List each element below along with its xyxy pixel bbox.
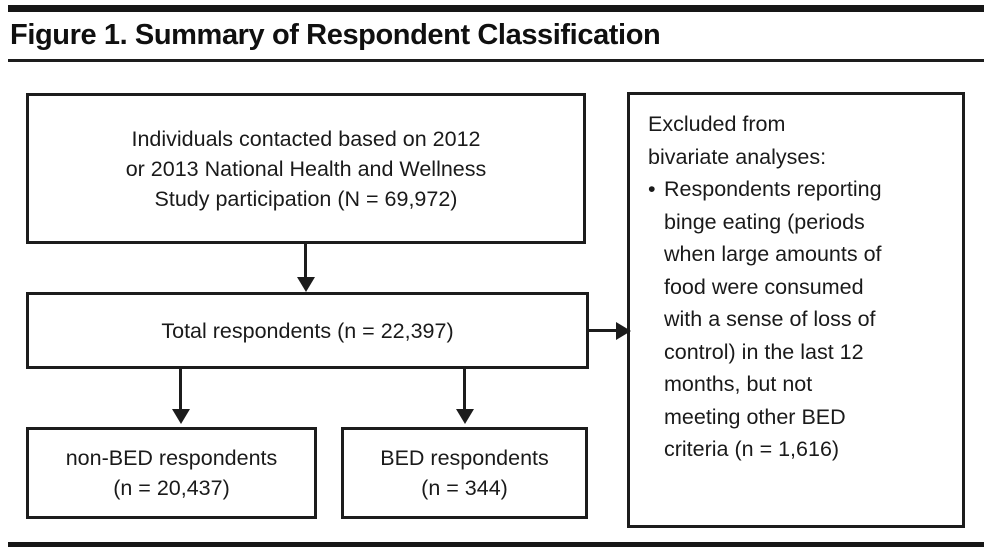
- flow-box-bed-respondents: BED respondents (n = 344): [341, 427, 588, 519]
- arrow-down-icon-total-to-non-bed: [171, 409, 190, 424]
- flow-box-total-respondents: Total respondents (n = 22,397): [26, 292, 589, 369]
- flow-box-excluded-from-bivariate-analyses: Excluded from bivariate analyses: • Resp…: [627, 92, 965, 528]
- connector-line-total-to-non-bed: [179, 369, 182, 410]
- flow-box-non-bed-respondents: non-BED respondents (n = 20,437): [26, 427, 317, 519]
- excluded-heading: Excluded from bivariate analyses:: [648, 112, 827, 169]
- arrow-right-icon-total-to-excluded: [616, 321, 631, 340]
- flow-box-individuals-contacted-label: Individuals contacted based on 2012 or 2…: [125, 126, 487, 211]
- arrow-down-icon-contacted-to-total: [296, 277, 315, 292]
- connector-line-total-to-excluded: [589, 329, 618, 332]
- flow-box-non-bed-respondents-label: non-BED respondents (n = 20,437): [65, 446, 278, 500]
- connector-line-total-to-bed: [463, 369, 466, 410]
- arrow-down-icon-total-to-bed: [455, 409, 474, 424]
- connector-line-contacted-to-total: [304, 244, 307, 278]
- header-rule-under-title: [8, 59, 984, 62]
- flow-box-total-respondents-label: Total respondents (n = 22,397): [161, 318, 454, 343]
- bullet-icon: •: [648, 177, 656, 201]
- flow-box-individuals-contacted: Individuals contacted based on 2012 or 2…: [26, 93, 586, 244]
- footer-rule: [8, 542, 984, 547]
- excluded-bullet-item: • Respondents reporting binge eating (pe…: [648, 173, 950, 466]
- excluded-bullet-label: Respondents reporting binge eating (peri…: [664, 177, 882, 461]
- page-title: Figure 1. Summary of Respondent Classifi…: [10, 19, 661, 51]
- header-rule-top: [8, 5, 984, 12]
- flow-box-bed-respondents-label: BED respondents (n = 344): [380, 446, 549, 500]
